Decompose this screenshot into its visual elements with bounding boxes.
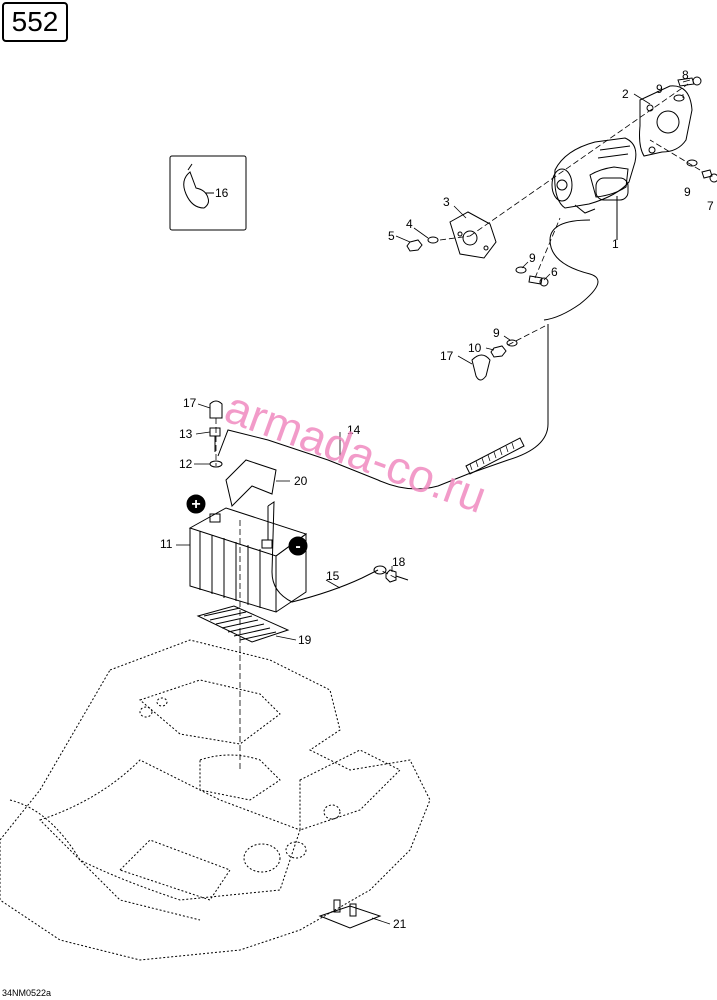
callout-14: 14 — [347, 423, 361, 437]
bracket-3 — [449, 211, 497, 259]
bolt-13 — [209, 427, 221, 452]
callout-5: 5 — [388, 229, 395, 243]
washer-9-cable — [506, 339, 518, 347]
bolt-7 — [701, 169, 717, 183]
callout-1: 1 — [612, 237, 619, 251]
vehicle-frame — [0, 639, 431, 961]
negative-sign: - — [295, 538, 300, 555]
callout-4: 4 — [406, 217, 413, 231]
center-lines — [215, 83, 701, 770]
callout-17-cover: 17 — [440, 349, 454, 363]
bolt-18 — [385, 569, 409, 583]
bolt-6 — [528, 275, 549, 287]
starter-cable-14 — [217, 219, 599, 490]
callout-9-mid: 9 — [529, 251, 536, 265]
callout-9-right: 9 — [684, 185, 691, 199]
callout-labels: 1 2 3 4 5 6 7 8 9 9 9 9 10 11 12 13 14 1… — [160, 68, 714, 931]
drawing-code: 34NM0522a — [2, 988, 52, 998]
washer-9-mid — [515, 266, 527, 274]
strap-20 — [225, 459, 277, 507]
callout-15: 15 — [326, 569, 340, 583]
callout-16: 16 — [215, 186, 229, 200]
negative-terminal-symbol — [288, 536, 308, 556]
bolt-8 — [677, 76, 702, 87]
positive-terminal-symbol — [186, 494, 206, 514]
washer-4 — [427, 236, 439, 244]
callout-12: 12 — [179, 457, 193, 471]
page-number-box: 552 — [2, 2, 68, 42]
bracket-2 — [639, 85, 693, 157]
callout-13: 13 — [179, 427, 193, 441]
watermark-text: armada-co.ru — [219, 381, 494, 523]
leader-lines — [176, 79, 691, 925]
callout-11: 11 — [160, 537, 173, 551]
callout-2: 2 — [622, 87, 629, 101]
callout-19: 19 — [298, 633, 312, 647]
callout-20: 20 — [294, 474, 308, 488]
page-number: 552 — [11, 6, 59, 37]
battery-11 — [188, 506, 308, 613]
callout-9-top: 9 — [656, 82, 663, 96]
starter-motor — [551, 137, 637, 240]
callout-9-cable: 9 — [493, 326, 500, 340]
callout-17-cap: 17 — [183, 396, 197, 410]
terminal-cover-17 — [471, 354, 491, 381]
washer-9-right — [686, 159, 698, 167]
callout-3: 3 — [443, 195, 450, 209]
callout-6: 6 — [551, 265, 558, 279]
callout-21: 21 — [393, 917, 407, 931]
terminal-cap-17 — [209, 400, 223, 419]
nut-10 — [490, 345, 507, 358]
callout-10: 10 — [468, 341, 482, 355]
studs-21 — [318, 899, 382, 929]
callout-18: 18 — [392, 555, 406, 569]
washer-9-top — [673, 94, 685, 102]
negative-cable-15 — [267, 501, 387, 603]
pad-19 — [196, 605, 290, 643]
nut-5 — [406, 239, 423, 252]
positive-sign: + — [191, 496, 200, 513]
callout-7: 7 — [707, 199, 714, 213]
callout-8: 8 — [682, 68, 689, 82]
